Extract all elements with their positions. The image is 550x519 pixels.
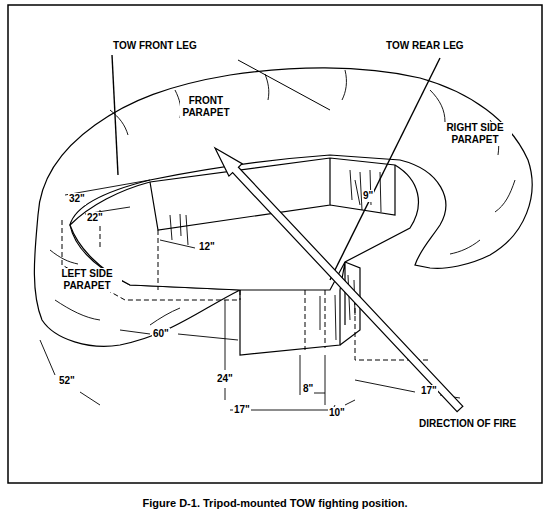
dimension-label: 12" <box>198 241 216 253</box>
leader-line <box>238 60 330 110</box>
part-label: LEFT SIDE PARAPET <box>52 268 122 292</box>
dimension-label: 52" <box>58 375 76 387</box>
tow-front-leg-line <box>112 55 118 175</box>
trench-side-wall <box>340 262 345 325</box>
part-label: TOW REAR LEG <box>385 40 465 52</box>
dimension-label: 9" <box>362 190 374 202</box>
dimension-label: 10" <box>328 407 346 419</box>
dimension-label: 17" <box>420 385 438 397</box>
figure-caption: Figure D-1. Tripod-mounted TOW fighting … <box>143 497 408 509</box>
direction-arrow <box>215 148 463 412</box>
tow-rear-leg-line <box>330 58 440 280</box>
trench-back-wall <box>330 165 395 215</box>
dimension-label: 17" <box>233 404 251 416</box>
part-label: TOW FRONT LEG <box>112 40 198 52</box>
trench-front-wall <box>240 290 340 355</box>
dimension-label: 24" <box>216 373 234 385</box>
part-label: FRONT PARAPET <box>180 95 232 119</box>
dimension-label: 8" <box>302 383 314 395</box>
dimension-label: 60" <box>152 328 170 340</box>
parapet-mound <box>34 68 532 346</box>
direction-label: DIRECTION OF FIRE <box>418 418 517 430</box>
part-label: RIGHT SIDE PARAPET <box>438 122 512 146</box>
figure-frame <box>8 5 542 483</box>
dimension-label: 22" <box>86 212 104 224</box>
dimension-label: 32" <box>68 193 86 205</box>
